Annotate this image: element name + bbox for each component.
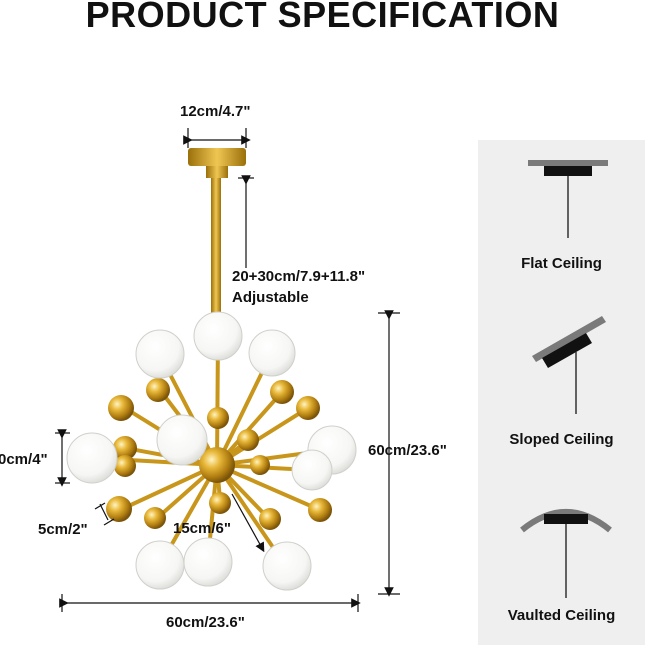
- gold-balls: [106, 378, 332, 530]
- vaulted-ceiling-label: Vaulted Ceiling: [507, 607, 616, 624]
- vaulted-ceiling-icon: [520, 509, 612, 598]
- canopy: [188, 148, 246, 178]
- ceiling-types-panel: Flat Ceiling Sloped Ceiling Vaulted Ceil…: [478, 140, 645, 645]
- globe-diameter-label: 0cm/4": [0, 451, 48, 468]
- height-label: 60cm/23.6": [368, 442, 447, 459]
- rod-length-label: 20+30cm/7.9+11.8": [232, 268, 366, 285]
- canopy-width-label: 12cm/4.7": [180, 103, 251, 120]
- chandelier-illustration: [55, 128, 400, 612]
- dimension-lines: [55, 128, 400, 612]
- width-label: 60cm/23.6": [166, 614, 245, 631]
- rod: [211, 178, 221, 318]
- flat-ceiling-label: Flat Ceiling: [521, 255, 602, 272]
- glass-globes: [66, 311, 357, 591]
- arm-length-label: 15cm/6": [173, 520, 231, 537]
- sloped-ceiling-icon: [532, 316, 606, 414]
- sloped-ceiling-label: Sloped Ceiling: [509, 431, 614, 448]
- flat-ceiling-icon: [528, 160, 608, 238]
- rod-adjustable-label: Adjustable: [232, 289, 309, 306]
- page-title: PRODUCT SPECIFICATION: [85, 0, 560, 35]
- small-ball-label: 5cm/2": [38, 521, 88, 538]
